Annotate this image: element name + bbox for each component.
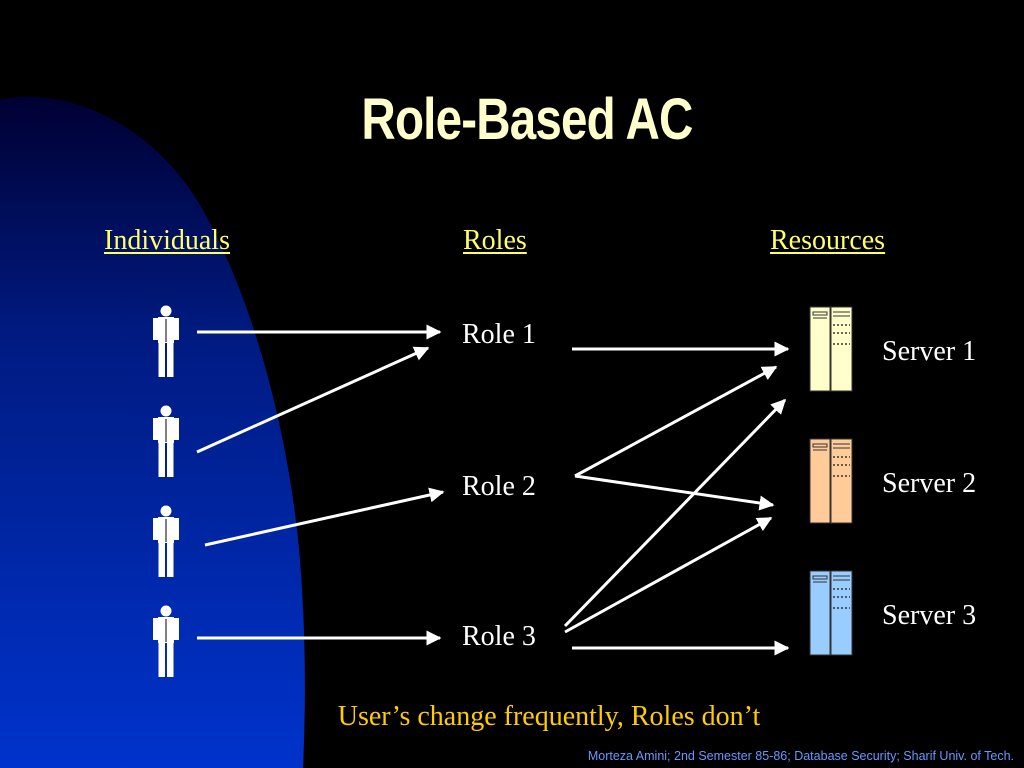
- header-resources: Resources: [770, 225, 886, 256]
- arrow-role2-server2: [574, 474, 775, 511]
- arrow-role3-server1: [563, 398, 787, 628]
- arrow-role3-server2: [564, 516, 773, 634]
- person-icon: [153, 505, 179, 577]
- header-roles: Roles: [463, 225, 527, 256]
- arrow-role2-server1: [574, 365, 778, 478]
- person-icon: [153, 405, 179, 477]
- server-label-2: Server 2: [882, 468, 977, 499]
- role-label-2: Role 2: [462, 471, 536, 502]
- role-label-1: Role 1: [462, 319, 536, 350]
- arrow-individual3-role2: [204, 487, 445, 547]
- arrow-individual2-role1: [196, 346, 430, 454]
- person-icon: [153, 305, 179, 377]
- server-tower-icon: [809, 438, 853, 524]
- credit-line: Morteza Amini; 2nd Semester 85-86; Datab…: [587, 749, 1014, 763]
- person-icon: [153, 605, 179, 677]
- slide-title: Role-Based AC: [361, 87, 693, 152]
- header-individuals: Individuals: [104, 225, 230, 256]
- server-label-1: Server 1: [882, 336, 977, 367]
- server-label-3: Server 3: [882, 600, 977, 631]
- role-label-3: Role 3: [462, 621, 536, 652]
- server-tower-icon: [809, 306, 853, 392]
- server-tower-icon: [809, 570, 853, 656]
- footnote: User’s change frequently, Roles don’t: [337, 701, 761, 732]
